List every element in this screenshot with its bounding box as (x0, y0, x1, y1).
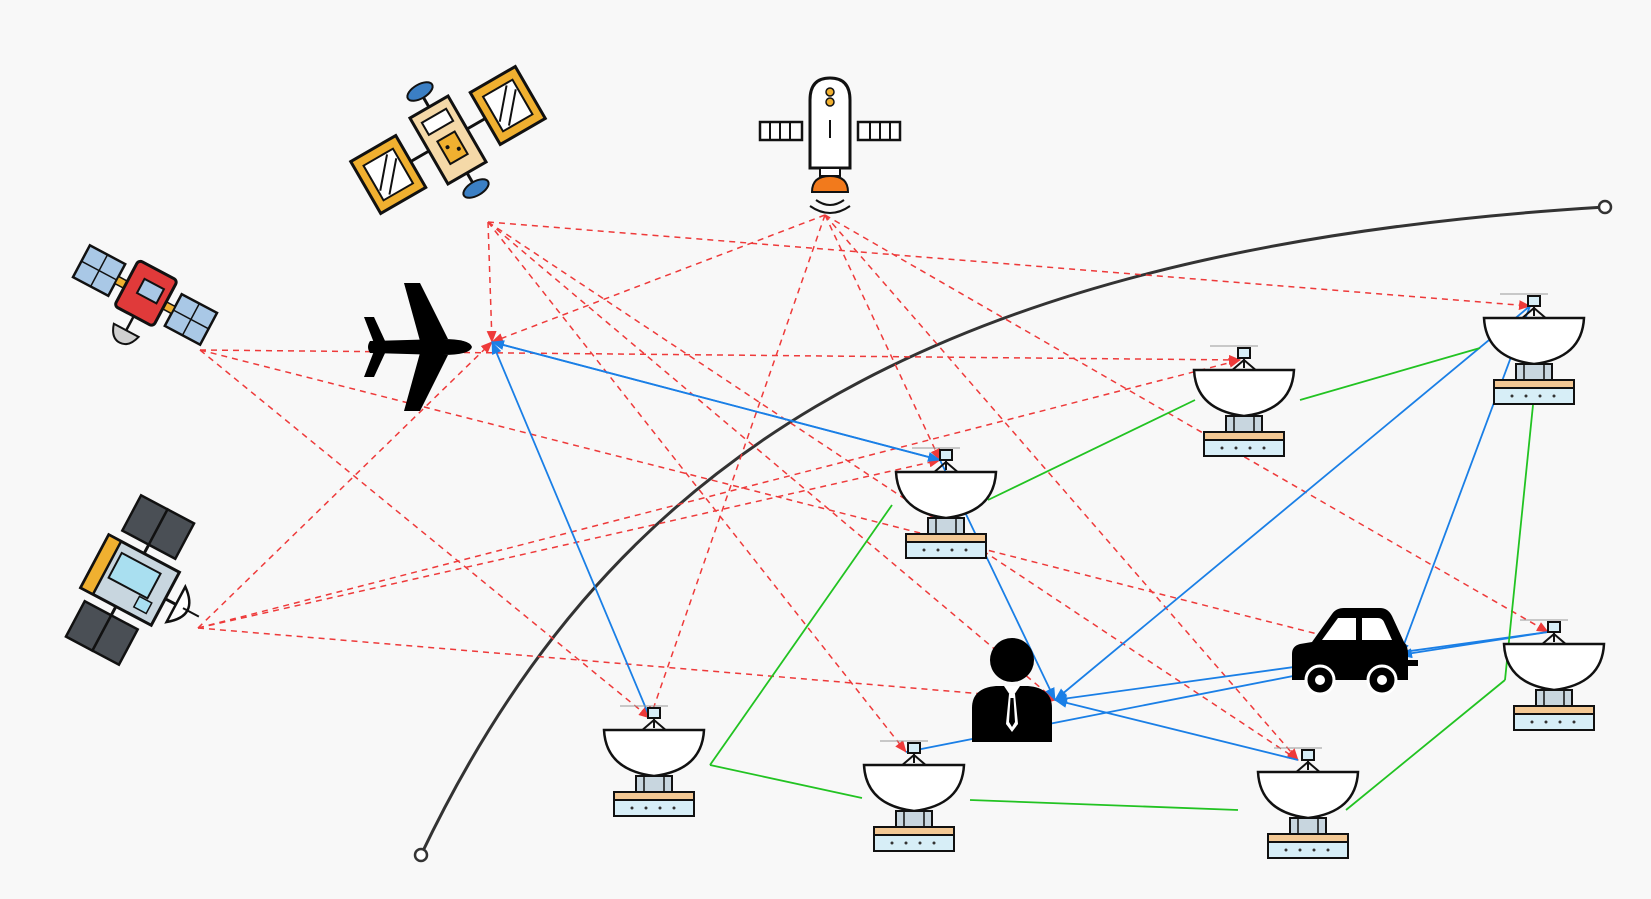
satellite-link-sat-red-gs2 (199, 349, 1241, 365)
satellite-link-sat-dark-airplane (197, 341, 493, 629)
curve-end-handle[interactable] (1597, 199, 1613, 215)
user-link-gs1-airplane (491, 340, 941, 461)
links-layer (197, 214, 1549, 811)
satellite-link-sat-hubble-person (487, 221, 1056, 701)
curve-start-handle[interactable] (413, 847, 429, 863)
satellite-link-sat-dark-gs2 (197, 357, 1241, 629)
ground-link-gs3-gs2 (709, 764, 863, 799)
satellite-link-sat-capsule-airplane (491, 214, 826, 343)
satellite-dish-icon (1482, 292, 1586, 406)
user-link-gs6-car (1399, 631, 1549, 659)
ground-link-gs1-gs3 (709, 504, 893, 766)
satellite-dish-icon (862, 739, 966, 853)
user-link-gs3-airplane (491, 341, 651, 719)
satellite-dish-icon (894, 446, 998, 560)
ground-station-7[interactable] (862, 739, 966, 853)
ground-station-5[interactable] (1482, 292, 1586, 406)
satellite-link-sat-red-gs3 (199, 349, 651, 719)
airplane-icon[interactable] (364, 283, 472, 411)
ground-station-4[interactable] (1256, 746, 1360, 860)
capsule-satellite-icon[interactable] (758, 76, 902, 214)
satellite-link-sat-hubble-airplane (486, 221, 497, 343)
ground-link-gs4-gs7 (1345, 679, 1506, 811)
ground-station-3[interactable] (602, 704, 706, 818)
ground-link-gs5-gs6 (1299, 347, 1481, 401)
ground-link-gs2-gs4 (969, 799, 1239, 811)
red-body-satellite-icon[interactable] (56, 236, 222, 376)
satellite-link-sat-red-car (199, 349, 1401, 658)
satellite-dish-icon (1192, 344, 1296, 458)
ground-link-gs1-gs5 (987, 399, 1196, 501)
satellite-link-sat-capsule-gs3 (648, 214, 826, 719)
satellite-link-sat-capsule-gs4 (824, 214, 1299, 761)
satellite-link-sat-capsule-gs6 (824, 214, 1549, 633)
satellite-link-sat-hubble-gs5 (487, 221, 1531, 311)
user-link-gs5-person (1054, 305, 1531, 701)
satellite-dish-icon (602, 704, 706, 818)
satellite-link-sat-hubble-gs4 (487, 221, 1299, 761)
ground-station-1[interactable] (894, 446, 998, 560)
ground-station-2[interactable] (1192, 344, 1296, 458)
dark-panel-satellite-icon[interactable] (57, 491, 236, 688)
satellite-link-sat-dark-gs1 (197, 457, 941, 629)
user-link-gs5-car (1399, 305, 1531, 656)
satellite-dish-icon (1256, 746, 1360, 860)
orange-panel-satellite-icon[interactable] (334, 38, 562, 242)
satellite-link-sat-capsule-gs1 (824, 214, 941, 461)
user-link-gs4-person (1054, 698, 1299, 761)
satellite-link-sat-hubble-gs7 (487, 221, 907, 753)
car-icon[interactable] (1292, 608, 1418, 696)
ground-link-gs7-gs6 (1504, 404, 1534, 681)
person-icon[interactable] (972, 638, 1052, 742)
horizon-curve (419, 205, 1606, 856)
